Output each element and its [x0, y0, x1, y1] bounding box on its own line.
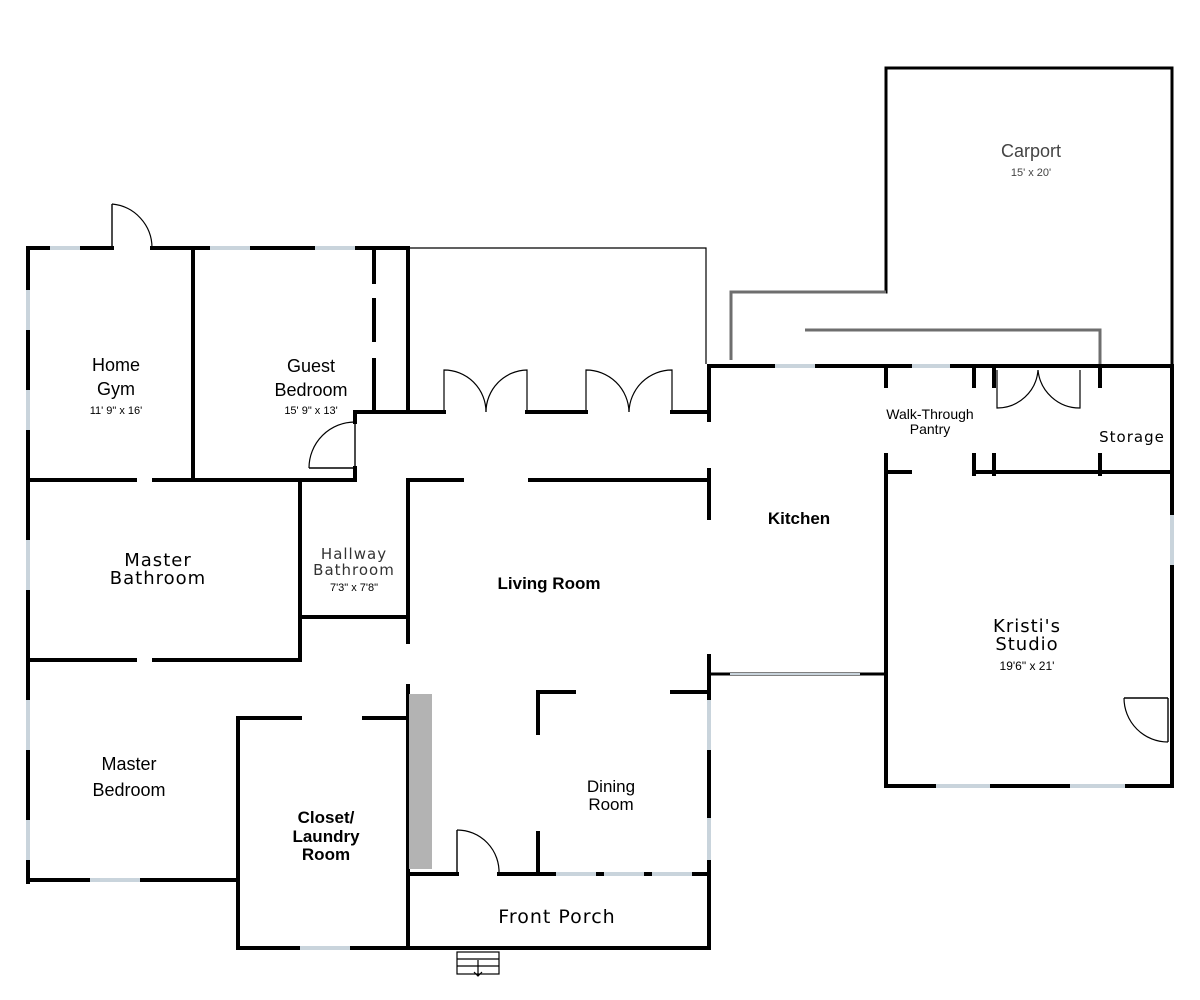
- studio-label-1: Kristi's: [993, 616, 1061, 637]
- front-steps-icon: [456, 951, 500, 977]
- kitchen-label: Kitchen: [768, 509, 830, 528]
- home-gym-label-1: Home: [92, 355, 140, 375]
- carport-outline: [729, 66, 1174, 368]
- pantry-label-1: Walk-Through: [886, 406, 973, 422]
- living-room-label: Living Room: [498, 574, 601, 593]
- master-bedroom-label-2: Bedroom: [92, 780, 165, 800]
- home-gym-label-2: Gym: [97, 379, 135, 399]
- master-bathroom-label-1: Master: [124, 550, 191, 571]
- storage-door-icon: [996, 369, 1081, 409]
- patio-door-left-icon: [443, 369, 528, 413]
- studio-label-2: Studio: [995, 634, 1058, 655]
- closet-laundry-label-1: Closet/: [298, 808, 355, 827]
- guest-door-icon: [308, 421, 356, 469]
- hallway-bathroom-label-1: Hallway: [321, 545, 387, 563]
- front-door-icon: [456, 829, 500, 875]
- dining-room-label-1: Dining: [587, 777, 635, 796]
- patio-door-right-icon: [585, 369, 673, 413]
- exterior-walls: [26, 246, 1174, 950]
- studio-door-icon: [1123, 697, 1169, 743]
- pantry-label-2: Pantry: [910, 421, 950, 437]
- storage-label: Storage: [1099, 428, 1165, 446]
- master-bathroom-label-2: Bathroom: [110, 568, 206, 589]
- carport-dim: 15' x 20': [1011, 167, 1051, 179]
- dining-room-label-2: Room: [588, 795, 633, 814]
- gym-door-icon: [111, 203, 153, 249]
- interior-walls: [26, 246, 1174, 876]
- studio-dim: 19'6" x 21': [1000, 659, 1055, 673]
- front-porch-label: Front Porch: [498, 906, 615, 928]
- closet-laundry-label-2: Laundry: [292, 827, 360, 846]
- guest-bedroom-dim: 15' 9" x 13': [284, 405, 337, 417]
- master-bedroom-label-1: Master: [101, 754, 156, 774]
- doors: [111, 203, 1169, 875]
- closet-laundry-label-3: Room: [302, 845, 350, 864]
- hallway-bathroom-label-2: Bathroom: [313, 561, 395, 579]
- guest-bedroom-label-2: Bedroom: [274, 380, 347, 400]
- room-labels: Carport 15' x 20' Home Gym 11' 9" x 16' …: [90, 141, 1165, 928]
- hallway-bathroom-dim: 7'3" x 7'8": [330, 582, 378, 594]
- windows: [26, 246, 1174, 950]
- carport-label: Carport: [1001, 141, 1061, 161]
- fireplace: [409, 694, 432, 869]
- home-gym-dim: 11' 9" x 16': [90, 405, 143, 417]
- guest-bedroom-label-1: Guest: [287, 356, 335, 376]
